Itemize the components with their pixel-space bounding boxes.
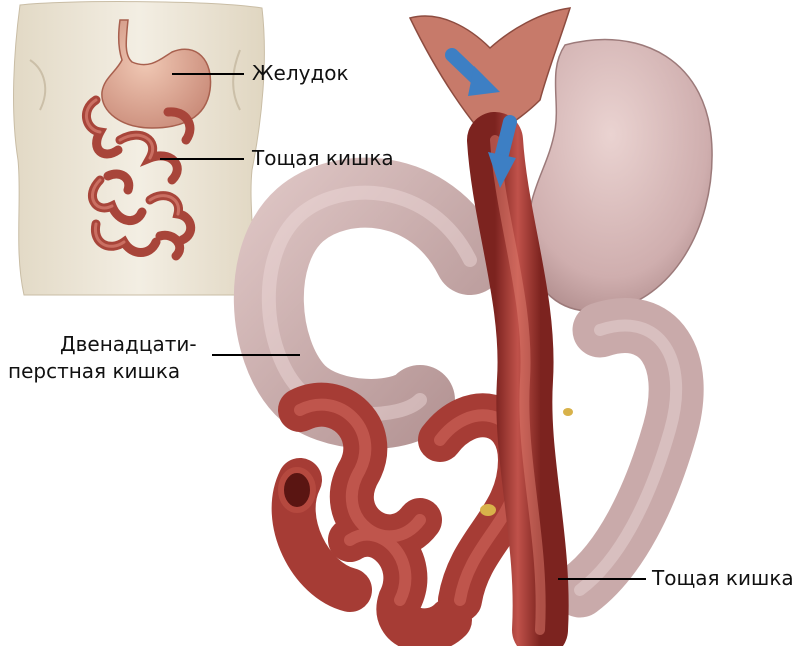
leader-line-jejunum-large xyxy=(558,578,646,580)
label-duodenum-line1: Двенадцати- xyxy=(60,333,197,355)
leader-line-stomach xyxy=(172,73,244,75)
label-duodenum-line2: перстная кишка xyxy=(8,360,180,382)
leader-line-jejunum-small xyxy=(160,158,244,160)
label-jejunum-small: Тощая кишка xyxy=(252,147,394,169)
label-jejunum-large: Тощая кишка xyxy=(652,567,794,589)
label-stomach: Желудок xyxy=(252,62,349,84)
leader-line-duodenum xyxy=(212,354,300,356)
